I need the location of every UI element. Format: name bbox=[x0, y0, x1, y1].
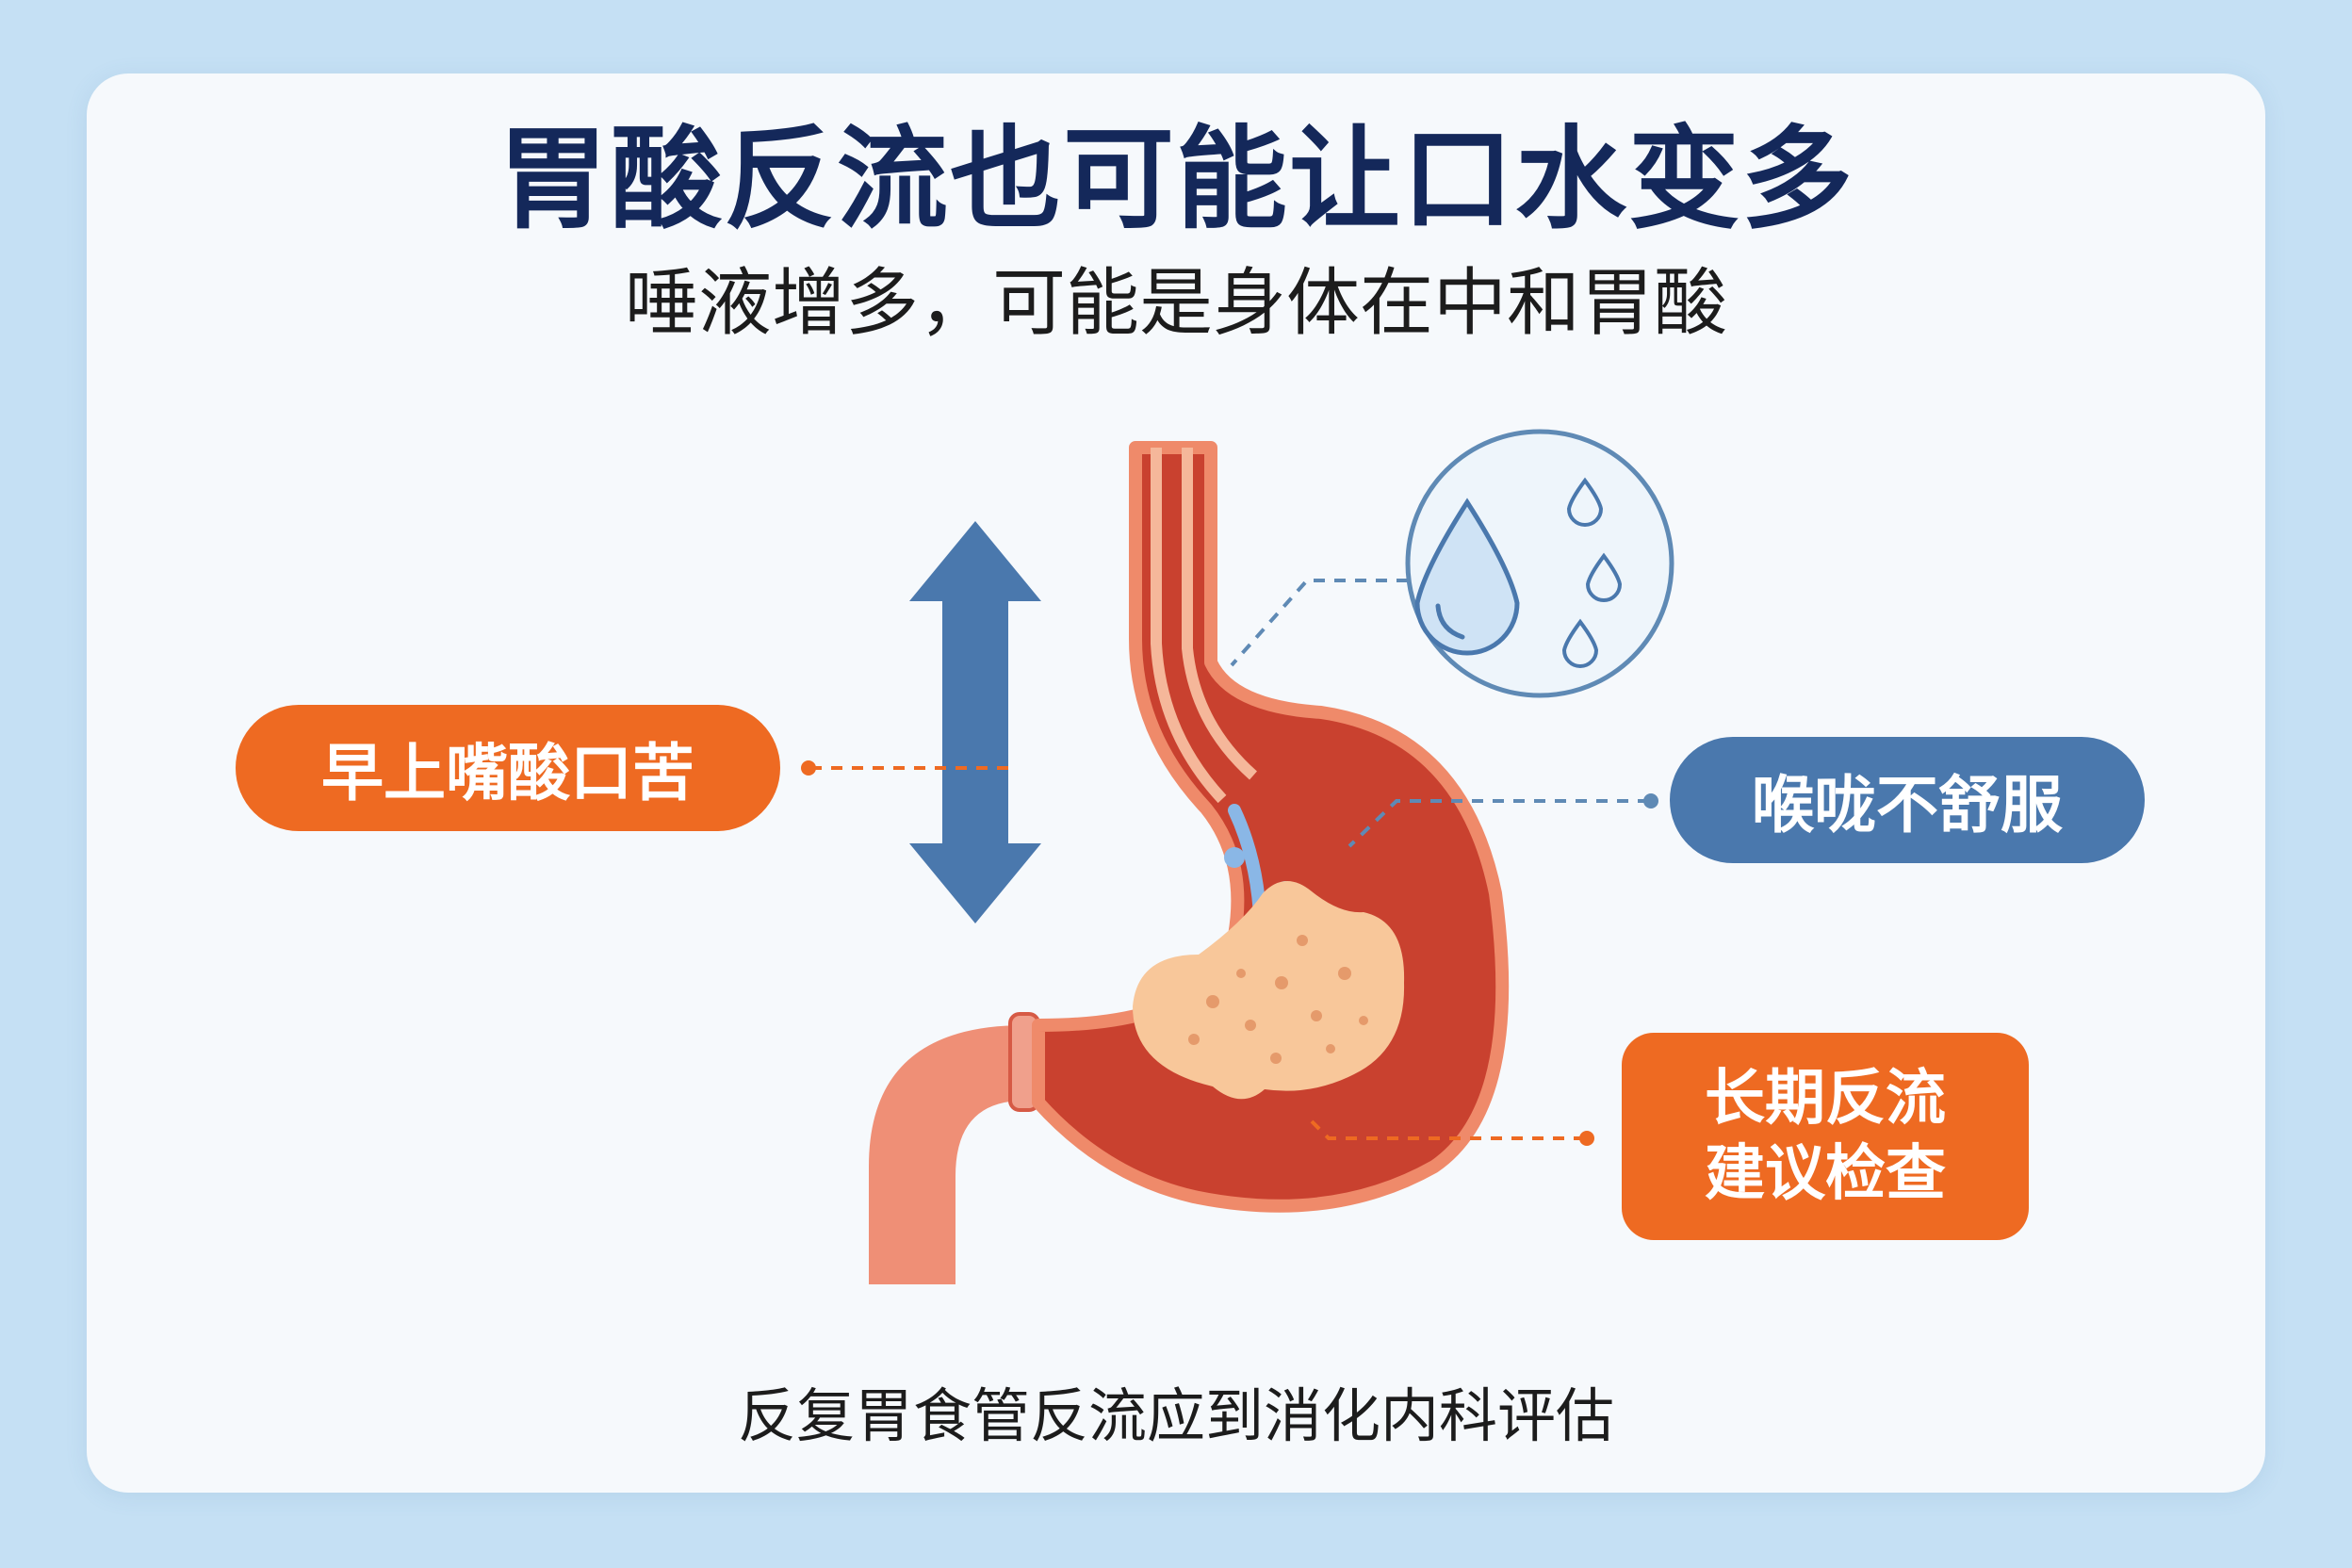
connector-lines bbox=[810, 579, 1649, 1140]
label-throat-discomfort: 喉咙不舒服 bbox=[1670, 737, 2145, 863]
stomach-illustration bbox=[1032, 441, 1510, 1213]
infographic-card: 胃酸反流也可能让口水变多 唾液增多，可能是身体在中和胃酸 bbox=[87, 74, 2265, 1493]
page-title: 胃酸反流也可能让口水变多 bbox=[497, 114, 1854, 244]
label-long-term-reflux: 长期反流 建议检查 bbox=[1622, 1033, 2029, 1240]
page-subtitle: 唾液增多，可能是身体在中和胃酸 bbox=[624, 261, 1727, 346]
label-long-term-line1: 长期反流 bbox=[1705, 1064, 1946, 1134]
water-drops-icon bbox=[1405, 429, 1674, 698]
label-morning-bitter: 早上嘴酸口苦 bbox=[236, 705, 780, 831]
duodenum bbox=[869, 1012, 1040, 1284]
illustration bbox=[801, 429, 1674, 1284]
footer-note: 反复胃食管反流应到消化内科评估 bbox=[737, 1381, 1614, 1450]
label-long-term-line2: 建议检查 bbox=[1705, 1139, 1946, 1209]
up-down-arrow-icon bbox=[909, 521, 1041, 923]
